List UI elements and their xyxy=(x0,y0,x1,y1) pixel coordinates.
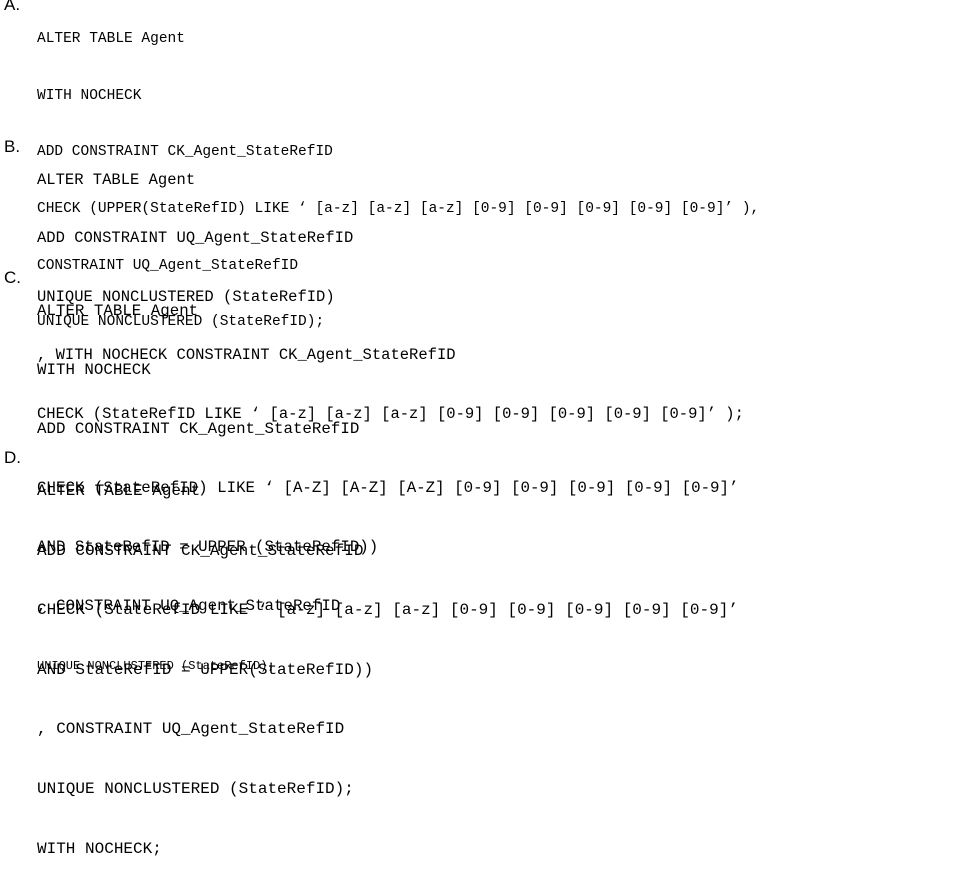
code-line: , CONSTRAINT UQ_Agent_StateRefID xyxy=(37,597,341,616)
code-line: , WITH NOCHECK CONSTRAINT CK_Agent_State… xyxy=(37,346,456,365)
option-d-label: D. xyxy=(4,448,21,467)
code-line: ALTER TABLE Agent xyxy=(37,302,199,320)
code-line: UNIQUE NONCLUSTERED (StateRefID); xyxy=(37,314,325,331)
option-c-label: C. xyxy=(4,268,21,287)
code-line: CHECK (UPPER(StateRefID) LIKE ‘ [a-z] [a… xyxy=(37,201,760,218)
option-b-code: ALTER TABLE Agent ADD CONSTRAINT UQ_Agen… xyxy=(37,134,744,460)
code-line: WITH NOCHECK; xyxy=(37,839,162,858)
code-line: ALTER TABLE Agent xyxy=(37,482,201,500)
code-line: UNIQUE NONCLUSTERED (StateRefID) xyxy=(37,287,335,306)
code-line: ADD CONSTRAINT CK_Agent_StateRefID xyxy=(37,420,360,439)
code-line: WITH NOCHECK xyxy=(37,361,151,380)
option-a-code: ALTER TABLE Agent WITH NOCHECK ADD CONST… xyxy=(37,0,759,368)
code-line: CHECK (StateRefID) LIKE ‘ [A-Z] [A-Z] [A… xyxy=(37,479,739,498)
code-line: WITH NOCHECK xyxy=(37,87,142,104)
option-b-label: B. xyxy=(4,137,21,156)
code-line: CHECK (StateRefID LIKE ‘ [a-z] [a-z] [a-… xyxy=(37,601,738,620)
code-line: CHECK (StateRefID LIKE ‘ [a-z] [a-z] [a-… xyxy=(37,404,744,423)
code-line: UNIQUE NONCLUSTERED (StateRefID); xyxy=(37,779,354,798)
option-d-code: ALTER TABLE Agent ADD CONSTRAINT CK_Agen… xyxy=(37,445,738,896)
code-line: ADD CONSTRAINT CK_Agent_StateRefID xyxy=(37,144,333,161)
code-line: ALTER TABLE Agent xyxy=(37,171,196,189)
code-line: ADD CONSTRAINT CK_Agent_StateRefID xyxy=(37,541,364,560)
code-line: ADD CONSTRAINT UQ_Agent_StateRefID xyxy=(37,229,354,248)
code-line: , CONSTRAINT UQ_Agent_StateRefID xyxy=(37,720,345,739)
code-line: AND StateRefID = UPPER (StateRefID)) xyxy=(37,538,379,557)
code-line: AND StateRefID = UPPER(StateRefID)) xyxy=(37,660,374,679)
code-line: ALTER TABLE Agent xyxy=(37,31,185,47)
option-a-label: A. xyxy=(4,0,21,14)
answer-options-document: A. ALTER TABLE Agent WITH NOCHECK ADD CO… xyxy=(4,0,759,858)
code-line: CONSTRAINT UQ_Agent_StateRefID xyxy=(37,257,299,274)
